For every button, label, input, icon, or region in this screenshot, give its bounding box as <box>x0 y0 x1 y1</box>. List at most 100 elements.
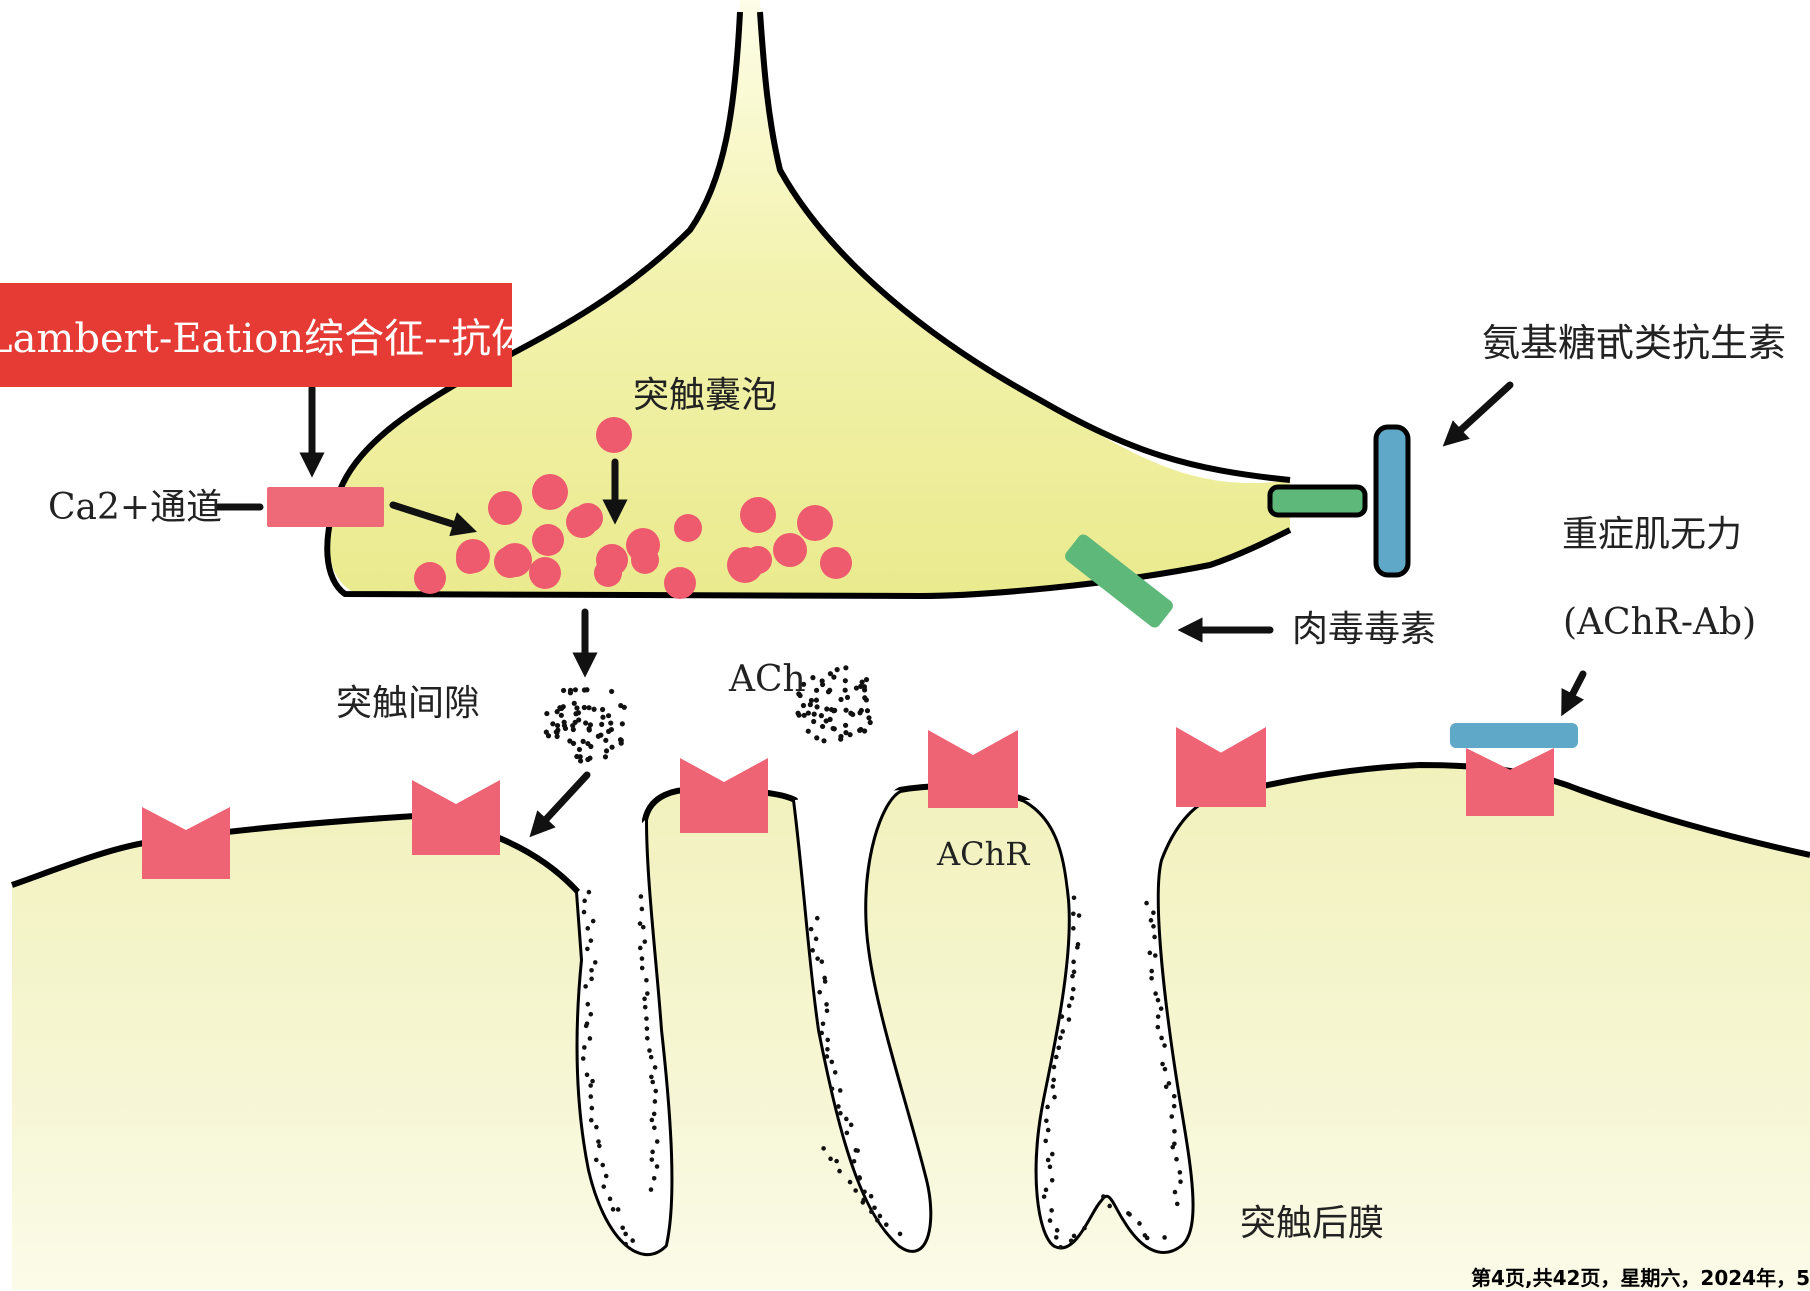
fold-dot <box>821 1146 826 1151</box>
fold-dot <box>869 1209 874 1214</box>
ach-molecule <box>586 705 591 710</box>
fold-dot <box>1173 1190 1178 1195</box>
fold-dot <box>1175 1202 1180 1207</box>
fold-dot <box>844 1117 849 1122</box>
fold-dot <box>848 1180 853 1185</box>
aminoglycoside-blocker <box>1376 427 1408 575</box>
ach-molecule <box>561 688 566 693</box>
fold-dot <box>590 1106 595 1111</box>
fold-dot <box>1082 1226 1087 1231</box>
ach-molecule <box>866 715 871 720</box>
fold-dot <box>1127 1212 1132 1217</box>
aminoglycoside-stem <box>1270 487 1365 515</box>
fold-dot <box>650 1118 655 1123</box>
ach-molecule <box>862 687 867 692</box>
fold-dot <box>1162 1235 1167 1240</box>
fold-dot <box>857 1175 862 1180</box>
ach-molecule <box>847 732 852 737</box>
fold-dot <box>1075 945 1080 950</box>
ach-molecule <box>843 708 848 713</box>
ach-molecule <box>620 721 625 726</box>
achr-receptor <box>412 780 500 855</box>
ach-molecule <box>829 707 834 712</box>
fold-dot <box>1151 910 1156 915</box>
fold-dot <box>1172 1104 1177 1109</box>
fold-dot <box>1149 918 1154 923</box>
fold-dot <box>1160 1062 1165 1067</box>
ach-molecule <box>857 728 862 733</box>
fold-dot <box>589 1118 594 1123</box>
ach-molecule <box>587 756 592 761</box>
fold-dot <box>834 1159 839 1164</box>
fold-dot <box>1178 1179 1183 1184</box>
fold-dot <box>643 1005 648 1010</box>
ach-molecule <box>868 720 873 725</box>
ach-molecule <box>588 722 593 727</box>
fold-dot <box>1069 1238 1074 1243</box>
ach-molecule <box>578 758 583 763</box>
fold-dot <box>647 1048 652 1053</box>
fold-dot <box>1101 1194 1106 1199</box>
fold-dot <box>596 1139 601 1144</box>
fold-dot <box>1042 1194 1047 1199</box>
fold-dot <box>641 925 646 930</box>
lambert-eaton-banner: Lambert-Eation综合征--抗体 <box>0 283 512 387</box>
fold-dot <box>640 907 645 912</box>
ach-molecule <box>827 688 832 693</box>
fold-dot <box>594 1158 599 1163</box>
achr-receptor <box>680 758 768 833</box>
fold-dot <box>1044 1119 1049 1124</box>
fold-dot <box>645 1036 650 1041</box>
ach-molecule <box>806 729 811 734</box>
fold-dot <box>1058 1245 1063 1250</box>
fold-dot <box>820 959 825 964</box>
fold-dot <box>898 1232 903 1237</box>
ca-channel <box>267 487 384 527</box>
ach-molecule <box>603 738 608 743</box>
fold-dot <box>838 1111 843 1116</box>
fold-dot <box>645 1026 650 1031</box>
fold-dot <box>585 926 590 931</box>
fold-dot <box>861 1200 866 1205</box>
fold-dot <box>588 1083 593 1088</box>
fold-dot <box>1051 1078 1056 1083</box>
fold-dot <box>849 1123 854 1128</box>
fold-dot <box>652 1176 657 1181</box>
achr-ab-label: (AChR-Ab) <box>1563 605 1756 641</box>
fold-dot <box>1055 1228 1060 1233</box>
fold-dot <box>815 916 820 921</box>
ach-molecule <box>596 734 601 739</box>
fold-dot <box>1151 924 1156 929</box>
fold-dot <box>1156 998 1161 1003</box>
fold-dot <box>591 919 596 924</box>
fold-dot <box>884 1222 889 1227</box>
fold-dot <box>1178 1170 1183 1175</box>
fold-dot <box>1070 974 1075 979</box>
fold-dot <box>589 968 594 973</box>
fold-dot <box>1072 895 1077 900</box>
fold-dot <box>582 899 587 904</box>
ach-molecule <box>573 711 578 716</box>
fold-dot <box>604 1174 609 1179</box>
fold-dot <box>878 1214 883 1219</box>
fold-dot <box>642 997 647 1002</box>
ach-molecule <box>820 682 825 687</box>
fold-dot <box>810 948 815 953</box>
fold-dot <box>1071 987 1076 992</box>
fold-dot <box>638 921 643 926</box>
fold-dot <box>623 1232 628 1237</box>
fold-dot <box>825 1054 830 1059</box>
ach-molecule <box>555 727 560 732</box>
fold-dot <box>821 1021 826 1026</box>
fold-dot <box>1077 913 1082 918</box>
fold-dot <box>581 1056 586 1061</box>
fold-dot <box>824 1002 829 1007</box>
achr-receptor <box>142 807 230 879</box>
synaptic-vesicle-label: 突触囊泡 <box>633 378 777 414</box>
fold-dot <box>1050 1178 1055 1183</box>
fold-dot <box>875 1218 880 1223</box>
ach-molecule <box>810 675 815 680</box>
fold-dot <box>1159 1036 1164 1041</box>
fold-dot <box>590 1079 595 1084</box>
fold-dot <box>650 1080 655 1085</box>
